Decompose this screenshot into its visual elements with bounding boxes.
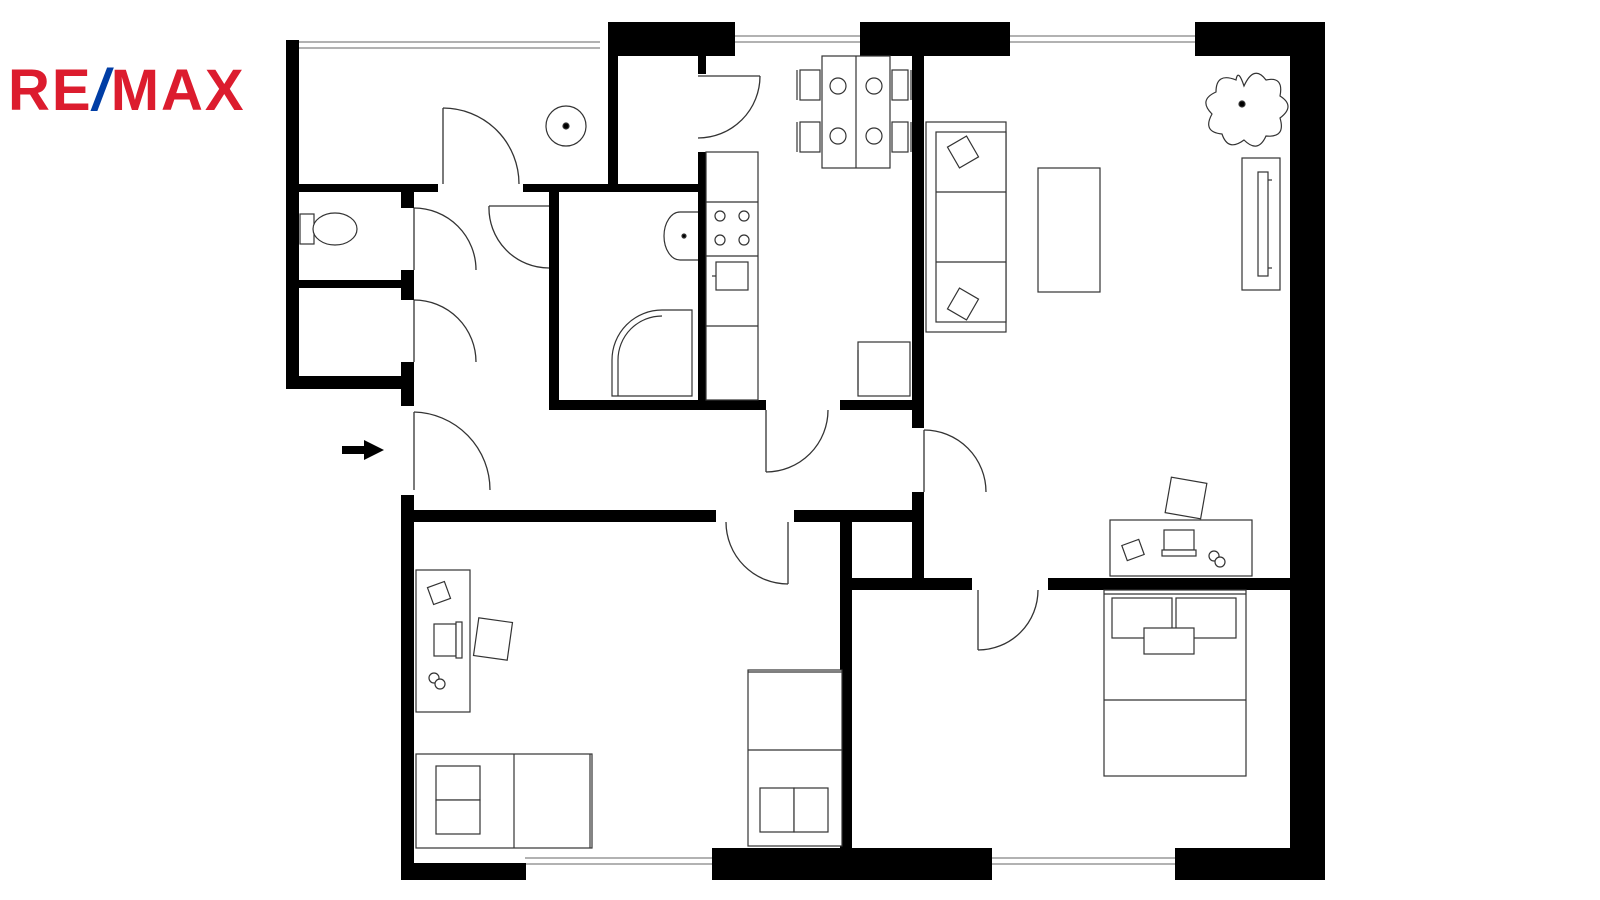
door-closet: [413, 299, 477, 363]
sink-icon: [663, 211, 698, 261]
plant-large-icon: [1205, 72, 1289, 147]
desk-bedroom-1: [415, 569, 514, 713]
doors: [413, 75, 1039, 651]
logo-slash: /: [92, 58, 111, 123]
tv-icon: [1241, 157, 1281, 291]
door-bathroom: [488, 205, 550, 269]
dining-chair: [891, 69, 912, 101]
window-top-living: [1010, 35, 1195, 43]
dining-chair: [796, 121, 821, 153]
window-top-left: [294, 41, 600, 49]
stove-icon: [714, 210, 750, 246]
lamp-icon: [426, 580, 452, 606]
door-bedroom-1: [725, 521, 789, 585]
door-storage: [442, 107, 520, 185]
dining-table: [821, 55, 891, 169]
bed-single-right: [747, 669, 843, 847]
window-top-kitchen: [735, 35, 860, 43]
sofa-icon: [925, 121, 1007, 333]
plant-small-icon: [545, 105, 587, 147]
logo-text-max: MAX: [110, 58, 246, 123]
door-bedroom-2: [977, 589, 1039, 651]
office-chair-icon: [472, 617, 514, 661]
logo-text-re: RE: [8, 58, 93, 123]
remax-logo: RE/MAX: [8, 62, 246, 120]
walls: [286, 22, 1325, 880]
bed-single-left: [415, 753, 593, 849]
laptop-icon: [433, 623, 457, 657]
windows: [294, 35, 1195, 865]
furniture: [299, 55, 1289, 849]
kitchen-sink-icon: [712, 261, 749, 291]
door-kitchen: [765, 409, 829, 473]
coffee-table: [1037, 167, 1101, 293]
window-bottom-right: [990, 857, 1175, 865]
lamp-icon: [1121, 538, 1145, 562]
desk-living: [1109, 476, 1253, 577]
fridge-icon: [857, 341, 911, 397]
laptop-icon: [1163, 529, 1195, 551]
dining-chair: [891, 121, 912, 153]
door-entrance: [413, 411, 491, 491]
bed-double: [1103, 589, 1247, 777]
door-kitchen-balcony: [697, 75, 761, 139]
dining-chair: [796, 69, 821, 101]
arrow-right-icon: [342, 440, 384, 460]
window-bottom-left: [525, 857, 712, 865]
door-wc: [413, 207, 477, 271]
shower-icon: [611, 309, 693, 397]
door-living: [923, 429, 987, 493]
toilet-icon: [299, 212, 358, 246]
office-chair-icon: [1164, 476, 1208, 520]
